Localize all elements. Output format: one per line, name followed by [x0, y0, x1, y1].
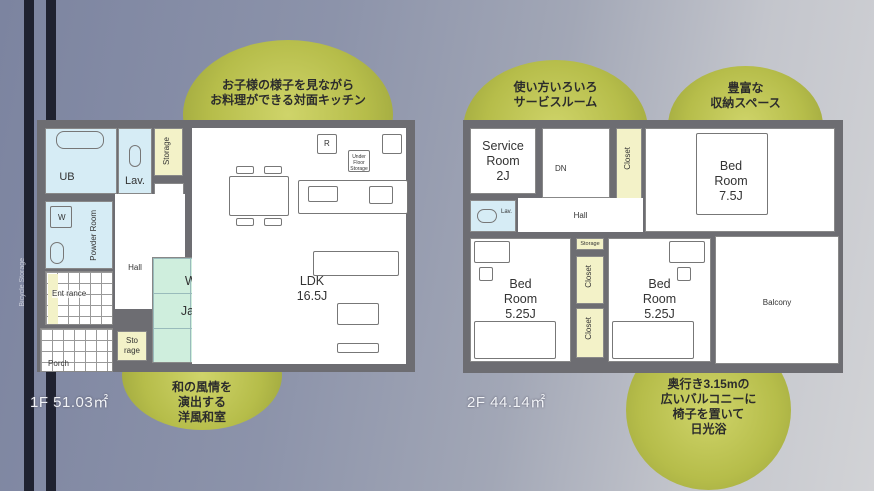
- side-label: Bicycle Storage: [19, 258, 26, 307]
- closet-b: Closet: [576, 308, 604, 358]
- callout-balcony-line4: 日光浴: [690, 422, 727, 436]
- room-bedroom-a: Bed Room 5.25J: [470, 238, 571, 362]
- sink-icon: [308, 186, 338, 202]
- room-bedroom-b: Bed Room 5.25J: [608, 238, 711, 362]
- shoe-cabinet: [48, 274, 58, 324]
- callout-japanese-line1: 和の風情を: [171, 380, 232, 394]
- bed-icon: [612, 321, 694, 359]
- stove-icon: [369, 186, 393, 204]
- coffee-table: [337, 303, 379, 325]
- room-storage-2: Sto rage: [117, 331, 147, 361]
- callout-balcony-line1: 奥行き3.15mの: [667, 377, 750, 391]
- callout-balcony-line3: 椅子を置いて: [672, 407, 745, 421]
- toilet-icon: [129, 145, 141, 167]
- washer-icon: [50, 206, 72, 228]
- floor2-plan: Service Room 2J DN Closet Bed Room 7.5J …: [463, 120, 843, 373]
- dining-table: [229, 176, 289, 216]
- stairs-down[interactable]: DN: [542, 128, 610, 198]
- closet-main: Closet: [616, 128, 642, 200]
- callout-service-line2: サービスルーム: [513, 95, 598, 109]
- storage-2f: Storage: [576, 238, 604, 250]
- room-lav-2f: Lav.: [470, 200, 516, 232]
- callout-service-line1: 使い方いろいろ: [513, 80, 598, 94]
- sink-icon: [50, 242, 64, 264]
- room-service: Service Room 2J: [470, 128, 536, 194]
- callout-storage-line1: 豊富な: [727, 81, 764, 95]
- room-storage: Storage: [154, 128, 183, 176]
- room-hall-2f: Hall: [518, 198, 643, 232]
- callout-kitchen-line2: お料理ができる対面キッチン: [210, 93, 366, 107]
- room-porch[interactable]: Porch: [40, 328, 113, 372]
- sofa: [313, 251, 399, 276]
- room-lav: Lav.: [118, 128, 152, 194]
- room-entrance[interactable]: Ent rance: [45, 271, 113, 325]
- toilet-icon: [477, 209, 497, 223]
- callout-storage-line2: 収納スペース: [710, 96, 781, 110]
- room-ub: UB: [45, 128, 117, 194]
- callout-japanese-line2: 演出する: [177, 395, 226, 409]
- desk: [474, 241, 510, 263]
- fridge-icon: [317, 134, 337, 154]
- floor1-area-label: 1F 51.03㎡: [30, 394, 109, 411]
- utility-pole-left: [24, 0, 34, 491]
- chair: [264, 218, 282, 226]
- room-ldk: R Under Floor Storage LDK 16.5J: [192, 128, 408, 364]
- callout-balcony-line2: 広いバルコニーに: [660, 392, 757, 406]
- chair: [479, 267, 493, 281]
- bathtub-icon: [56, 131, 104, 149]
- callout-japanese-line3: 洋風和室: [177, 410, 226, 424]
- chair: [677, 267, 691, 281]
- floor1-plan: UB Lav. Storage UP W Powder Room Hall En…: [37, 120, 415, 372]
- bed-icon: [696, 133, 768, 215]
- room-balcony: Balcony: [715, 236, 839, 364]
- underfloor-storage-icon: Under Floor Storage: [348, 150, 370, 172]
- chair: [264, 166, 282, 174]
- room-bedroom-main: Bed Room 7.5J: [645, 128, 835, 232]
- closet-a: Closet: [576, 256, 604, 304]
- fridge-box: [382, 134, 402, 154]
- desk: [669, 241, 705, 263]
- room-powder: W Powder Room: [45, 201, 113, 269]
- floor2-area-label: 2F 44.14㎡: [467, 394, 546, 411]
- chair: [236, 218, 254, 226]
- chair: [236, 166, 254, 174]
- callout-kitchen-line1: お子様の様子を見ながら: [221, 78, 354, 92]
- tv-stand: [337, 343, 379, 353]
- bed-icon: [474, 321, 556, 359]
